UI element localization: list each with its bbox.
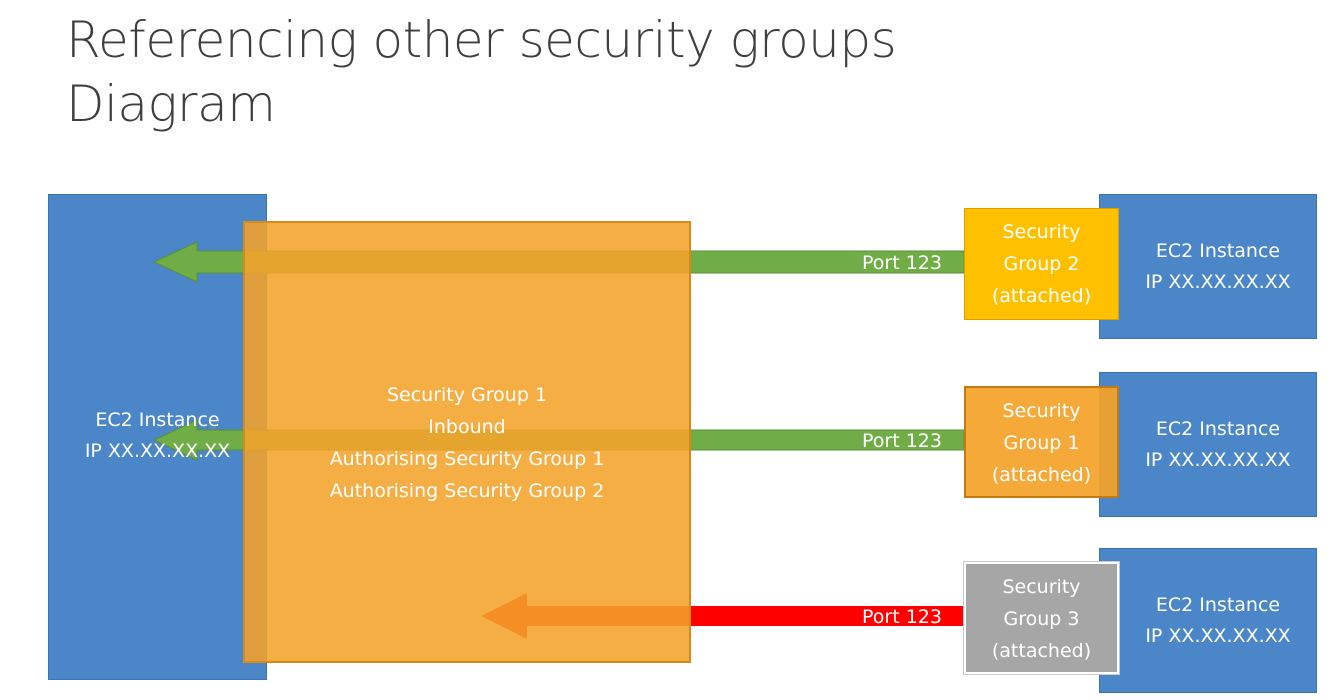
- ec2-main-ip: IP XX.XX.XX.XX: [84, 440, 231, 462]
- sg3-line-2: Group 3: [1003, 608, 1080, 630]
- sg1s-line-2: Group 1: [1003, 432, 1080, 454]
- sg3-line-1: Security: [1002, 576, 1081, 598]
- ec2-bottom-ip: IP XX.XX.XX.XX: [1145, 625, 1291, 647]
- port-label-bottom: Port 123: [862, 606, 942, 628]
- sg1-inbound: Inbound: [428, 416, 506, 438]
- ec2-instance-middle: [1099, 372, 1317, 517]
- sg2-line-2: Group 2: [1003, 253, 1080, 275]
- ec2-instance-bottom: [1099, 548, 1317, 693]
- ec2-bottom-name: EC2 Instance: [1155, 594, 1281, 616]
- title-line-2: Diagram: [66, 75, 276, 133]
- ec2-top-ip: IP XX.XX.XX.XX: [1145, 271, 1291, 293]
- sg1s-line-1: Security: [1002, 400, 1081, 422]
- sg3-line-3: (attached): [991, 640, 1092, 662]
- ec2-main-label: EC2 Instance IP XX.XX.XX.XX: [48, 405, 267, 467]
- sg1-rule-1: Authorising Security Group 1: [329, 448, 605, 470]
- sg2-line-1: Security: [1002, 221, 1081, 243]
- ec2-instance-top: [1099, 194, 1317, 339]
- sg2-line-3: (attached): [991, 285, 1092, 307]
- security-group-3-attached: Security Group 3 (attached): [963, 561, 1120, 675]
- ec2-bottom-label: EC2 Instance IP XX.XX.XX.XX: [1119, 590, 1317, 652]
- sg1-title: Security Group 1: [386, 384, 548, 406]
- slide-title: Referencing other security groups Diagra…: [66, 8, 897, 136]
- security-group-1-label: Security Group 1 Inbound Authorising Sec…: [243, 379, 691, 507]
- ec2-top-label: EC2 Instance IP XX.XX.XX.XX: [1119, 236, 1317, 298]
- arrow-denied-bottom: [481, 593, 964, 639]
- port-label-middle: Port 123: [862, 430, 942, 452]
- sg1s-line-3: (attached): [991, 464, 1092, 486]
- security-group-1-overlay: [243, 221, 691, 663]
- ec2-middle-name: EC2 Instance: [1155, 418, 1281, 440]
- ec2-middle-label: EC2 Instance IP XX.XX.XX.XX: [1119, 414, 1317, 476]
- ec2-middle-ip: IP XX.XX.XX.XX: [1145, 449, 1291, 471]
- ec2-main-name: EC2 Instance: [95, 409, 220, 431]
- title-line-1: Referencing other security groups: [66, 11, 897, 69]
- ec2-top-name: EC2 Instance: [1155, 240, 1281, 262]
- security-group-2-attached: Security Group 2 (attached): [964, 208, 1119, 320]
- security-group-1-attached: Security Group 1 (attached): [964, 386, 1119, 498]
- port-label-top: Port 123: [862, 252, 942, 274]
- sg1-rule-2: Authorising Security Group 2: [329, 480, 605, 502]
